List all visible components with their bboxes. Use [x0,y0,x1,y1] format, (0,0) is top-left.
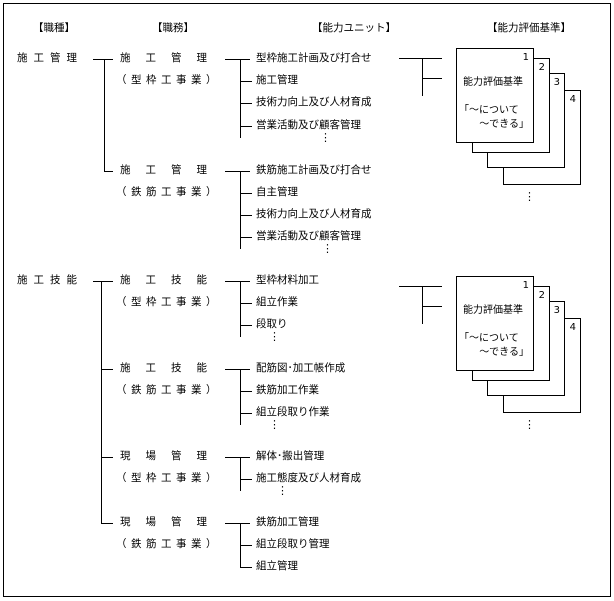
connector-line [422,286,423,324]
connector-line [240,193,252,194]
connector-line [240,103,252,104]
criteria-card-num: 2 [538,290,545,301]
criteria-card-ttl: 能力評価基準 [463,77,523,88]
ability-unit-item: 自主管理 [256,186,298,198]
ability-unit-item: 技術力向上及び人材育成 [256,96,372,108]
connector-line [225,281,250,282]
header-duty: 【職務】 [152,22,194,34]
ellipsis-icon: ⋮ [320,131,331,144]
connector-line [240,171,241,249]
connector-line [93,281,113,282]
duty-title: 現場管理 [120,450,222,462]
criteria-card-d2: ～できる」 [479,347,529,358]
connector-line [240,303,252,304]
connector-line [422,78,442,79]
connector-line [101,369,113,370]
duty-title: 施工技能 [120,274,222,286]
ability-unit-item: 施工態度及び人材育成 [256,472,361,484]
ability-unit-item: 組立段取り作業 [256,406,330,418]
criteria-card: 1 能力評価基準「～について ～できる」 [456,48,534,143]
duty-subtitle: （型枠工事業） [116,74,221,86]
ability-unit-item: 配筋図･加工帳作成 [256,362,346,374]
duty-title: 現場管理 [120,516,222,528]
criteria-card-num: 1 [522,280,529,291]
connector-line [101,281,102,523]
connector-line [101,523,113,524]
criteria-card-num: 3 [553,305,560,316]
connector-line [240,325,252,326]
criteria-card-num: 4 [569,322,576,333]
ability-unit-item: 段取り [256,318,288,330]
criteria-card: 1 能力評価基準「～について ～できる」 [456,276,534,371]
criteria-card-d2: ～できる」 [479,119,529,130]
ellipsis-icon: ⋮ [524,418,535,431]
duty-subtitle: （鉄筋工事業） [116,538,221,550]
connector-line [399,58,442,59]
duty-subtitle: （鉄筋工事業） [116,186,221,198]
connector-line [225,523,250,524]
connector-line [240,391,252,392]
connector-line [93,59,113,60]
connector-line [101,457,113,458]
connector-line [240,479,252,480]
ellipsis-icon: ⋮ [524,190,535,203]
ability-unit-item: 鉄筋施工計画及び打合せ [256,164,372,176]
ability-unit-item: 組立段取り管理 [256,538,330,550]
connector-line [240,413,252,414]
ability-unit-item: 鉄筋加工作業 [256,384,319,396]
criteria-card-num: 1 [522,52,529,63]
ability-unit-item: 施工管理 [256,74,298,86]
duty-title: 施工管理 [120,52,222,64]
ability-unit-item: 技術力向上及び人材育成 [256,208,372,220]
duty-subtitle: （型枠工事業） [116,472,221,484]
connector-line [240,126,252,127]
ability-unit-item: 組立作業 [256,296,298,308]
connector-line [240,281,241,337]
job-type-label: 施工管理 [17,52,83,64]
header-evaluation-criteria: 【能力評価基準】 [487,22,571,34]
ability-unit-item: 営業活動及び顧客管理 [256,230,361,242]
connector-line [225,59,250,60]
ability-unit-item: 鉄筋加工管理 [256,516,319,528]
connector-line [240,545,252,546]
criteria-card-num: 4 [569,94,576,105]
connector-line [225,369,250,370]
connector-line [104,171,113,172]
ellipsis-icon: ⋮ [269,418,280,431]
connector-line [104,59,105,171]
connector-line [240,81,252,82]
connector-line [399,286,442,287]
ability-unit-item: 組立管理 [256,560,298,572]
ellipsis-icon: ⋮ [269,330,280,343]
job-type-label: 施工技能 [17,274,83,286]
ability-unit-item: 営業活動及び顧客管理 [256,119,361,131]
criteria-card-d1: 「～について [459,333,519,344]
connector-line [225,171,250,172]
connector-line [225,457,250,458]
criteria-card-ttl: 能力評価基準 [463,305,523,316]
connector-line [240,59,241,138]
duty-title: 施工技能 [120,362,222,374]
duty-title: 施工管理 [120,164,222,176]
header-ability-unit: 【能力ユニット】 [312,22,396,34]
ability-unit-item: 解体･搬出管理 [256,450,325,462]
ability-unit-item: 型枠材料加工 [256,274,319,286]
criteria-card-d1: 「～について [459,105,519,116]
ellipsis-icon: ⋮ [322,242,333,255]
ellipsis-icon: ⋮ [277,484,288,497]
criteria-card-num: 2 [538,62,545,73]
diagram-frame [3,3,611,597]
duty-subtitle: （型枠工事業） [116,296,221,308]
connector-line [240,215,252,216]
duty-subtitle: （鉄筋工事業） [116,384,221,396]
ability-unit-item: 型枠施工計画及び打合せ [256,52,372,64]
connector-line [240,567,252,568]
connector-line [240,457,241,491]
connector-line [422,306,442,307]
header-job-type: 【職種】 [33,22,75,34]
connector-line [240,237,252,238]
connector-line [240,369,241,425]
criteria-card-num: 3 [553,77,560,88]
connector-line [422,58,423,96]
